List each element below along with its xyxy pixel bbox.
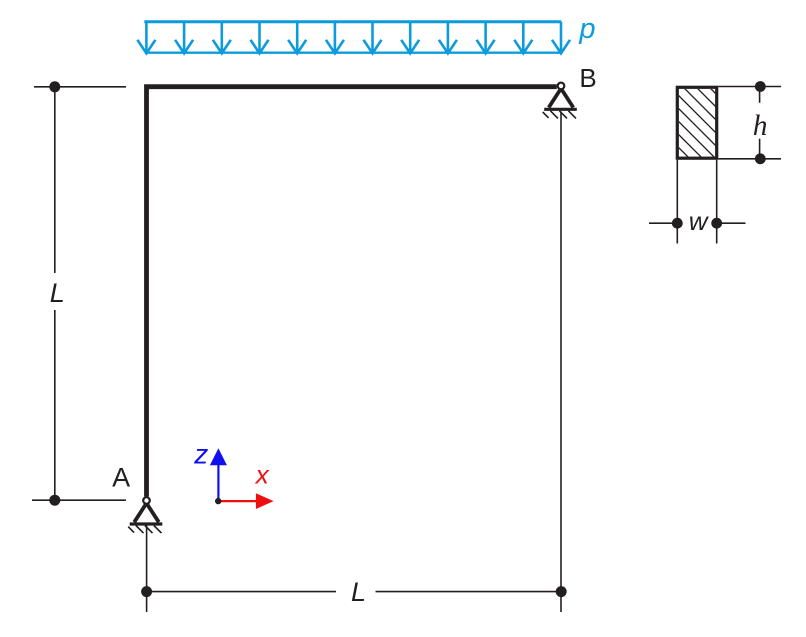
svg-text:L: L — [351, 577, 366, 607]
svg-text:h: h — [753, 110, 768, 142]
svg-text:p: p — [578, 13, 595, 45]
svg-text:L: L — [50, 278, 65, 308]
svg-text:B: B — [579, 63, 596, 93]
svg-text:A: A — [112, 463, 130, 493]
svg-text:z: z — [193, 438, 208, 469]
svg-text:x: x — [254, 460, 270, 490]
svg-text:w: w — [689, 206, 710, 236]
